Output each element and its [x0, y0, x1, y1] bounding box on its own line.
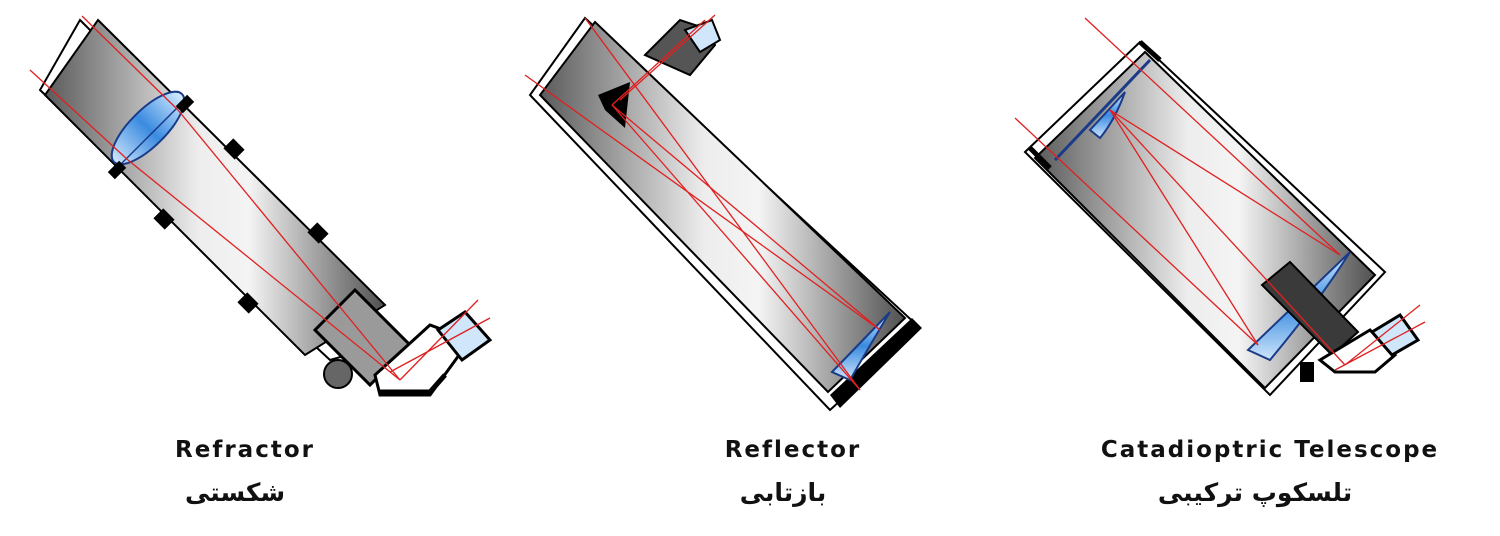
catadioptric-corrector-plate — [1053, 58, 1152, 162]
catadioptric-telescope — [1014, 17, 1426, 397]
refractor-light-rays — [29, 15, 491, 381]
refractor-clamp — [223, 138, 245, 160]
refractor-focus-knob — [323, 359, 353, 389]
refractor-clamp — [307, 222, 329, 244]
catadioptric-label-en: Catadioptric Telescope — [1100, 437, 1440, 463]
catadioptric-baffle — [1260, 260, 1360, 357]
catadioptric-light-rays — [1014, 17, 1426, 371]
refractor-focuser — [312, 287, 413, 388]
reflector-tube — [538, 20, 907, 394]
refractor-label-fa: شکستی — [184, 478, 286, 507]
refractor-telescope — [29, 15, 493, 397]
reflector-label-en: Reflector — [724, 437, 862, 463]
refractor-tube — [43, 18, 387, 357]
catadioptric-secondary-mirror — [1088, 91, 1126, 140]
refractor-eyepiece — [435, 310, 493, 363]
refractor-clamp — [153, 208, 175, 230]
refractor-label-en: Refractor — [175, 437, 315, 463]
reflector-light-rays — [524, 14, 881, 391]
catadioptric-focus-knob — [1300, 362, 1314, 382]
refractor-clamp — [237, 292, 259, 314]
refractor-objective-lens — [110, 90, 186, 166]
reflector-label-fa: بازتابی — [739, 478, 827, 507]
reflector-eyepiece — [683, 18, 722, 54]
reflector-telescope — [524, 14, 922, 412]
catadioptric-eyepiece — [1369, 312, 1421, 357]
catadioptric-label-fa: تلسکوپ ترکیبی — [1157, 478, 1353, 507]
